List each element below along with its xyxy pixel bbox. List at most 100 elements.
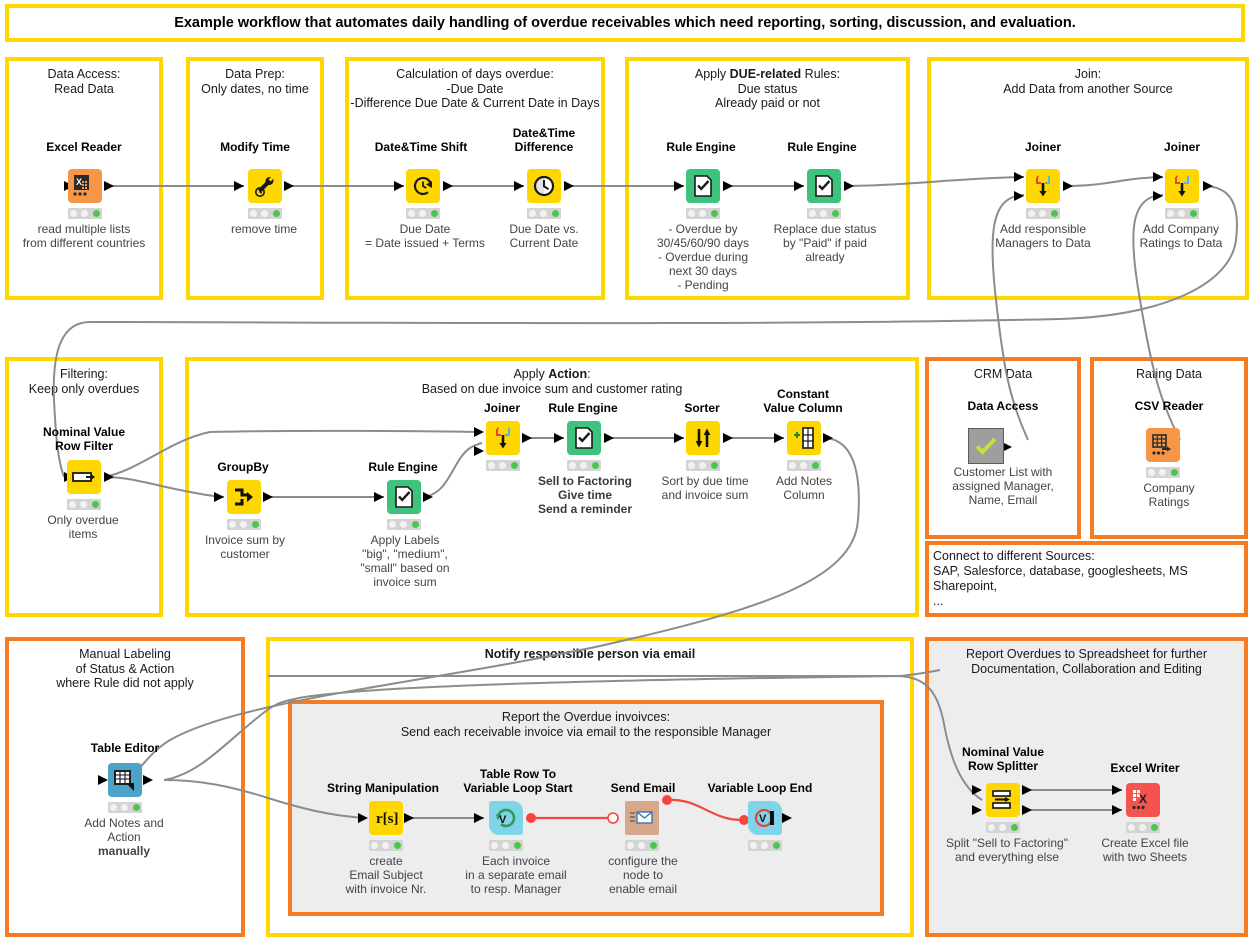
joiner-icon bbox=[1031, 174, 1055, 198]
panel-sources-note: Connect to different Sources: SAP, Sales… bbox=[925, 541, 1248, 617]
status-send-email bbox=[625, 840, 659, 851]
panel-report-inner-title-2: Send each receivable invoice via email t… bbox=[400, 724, 772, 739]
panel-data-prep-title-2: Only dates, no time bbox=[201, 81, 309, 96]
excel-reader-icon: X bbox=[72, 174, 98, 198]
node-datetime-shift[interactable] bbox=[406, 169, 440, 203]
svg-text:V: V bbox=[499, 814, 507, 826]
svg-text:X: X bbox=[1139, 792, 1147, 806]
clock-icon bbox=[532, 174, 556, 198]
groupby-icon bbox=[233, 486, 255, 508]
panel-crm-title: CRM Data bbox=[973, 367, 1033, 381]
node-send-email[interactable] bbox=[625, 801, 659, 835]
node-nominal-value-row-splitter[interactable] bbox=[986, 783, 1020, 817]
status-joiner-ratings bbox=[1165, 208, 1199, 219]
label-sorter: Sorter bbox=[684, 401, 720, 415]
label-groupby: GroupBy bbox=[217, 460, 269, 474]
status-joiner-managers bbox=[1026, 208, 1060, 219]
panel-report-inner-title-1: Report the Overdue invoivces: bbox=[501, 710, 671, 724]
panel-manual-title-2: of Status & Action bbox=[75, 661, 175, 676]
panel-calc-title-2: -Due Date bbox=[446, 81, 504, 96]
desc-row-splitter: Split "Sell to Factoring"and everything … bbox=[946, 836, 1068, 864]
panel-due-title-1b: DUE-related bbox=[729, 67, 802, 81]
status-joiner-action bbox=[486, 460, 520, 471]
node-excel-writer[interactable]: X bbox=[1126, 783, 1160, 817]
status-table-editor bbox=[108, 802, 142, 813]
node-constant-value-column[interactable] bbox=[787, 421, 821, 455]
status-string-manipulation bbox=[369, 840, 403, 851]
node-nominal-value-row-filter[interactable] bbox=[67, 460, 101, 494]
node-excel-reader[interactable]: X bbox=[68, 169, 102, 203]
panel-action-title-1c: : bbox=[587, 367, 591, 381]
node-groupby[interactable] bbox=[227, 480, 261, 514]
node-datetime-difference[interactable] bbox=[527, 169, 561, 203]
status-datetime-shift bbox=[406, 208, 440, 219]
node-rule-engine-3[interactable] bbox=[387, 480, 421, 514]
label-csv-reader: CSV Reader bbox=[1134, 399, 1204, 413]
panel-data-access-title-2: Read Data bbox=[54, 81, 114, 96]
panel-due-title-3: Already paid or not bbox=[715, 96, 820, 110]
label-modify-time: Modify Time bbox=[220, 140, 290, 154]
node-joiner-ratings[interactable] bbox=[1165, 169, 1199, 203]
label-rule-engine-2: Rule Engine bbox=[787, 140, 857, 154]
node-string-manipulation[interactable]: r[s] bbox=[369, 801, 403, 835]
excel-writer-icon: X bbox=[1130, 788, 1156, 812]
status-datetime-difference bbox=[527, 208, 561, 219]
panel-manual-title-1: Manual Labeling bbox=[79, 647, 171, 661]
node-sorter[interactable] bbox=[686, 421, 720, 455]
panel-data-access-title-1: Data Access: bbox=[47, 67, 121, 81]
sources-note-line-2: SAP, Salesforce, database, googlesheets,… bbox=[933, 564, 1188, 593]
panel-rating-title: Rating Data bbox=[1135, 367, 1202, 381]
node-csv-reader[interactable] bbox=[1146, 428, 1180, 462]
wrench-clock-icon bbox=[253, 174, 277, 198]
panel-action-title-1a: Apply bbox=[513, 367, 549, 381]
node-table-editor[interactable] bbox=[108, 763, 142, 797]
table-editor-icon bbox=[113, 768, 137, 792]
label-data-access: Data Access bbox=[967, 399, 1039, 413]
workflow-title-banner: Example workflow that automates daily ha… bbox=[5, 4, 1245, 42]
panel-due-title-1a: Apply bbox=[694, 67, 730, 81]
status-rule-engine-3 bbox=[387, 519, 421, 530]
status-excel-writer bbox=[1126, 822, 1160, 833]
node-rule-engine-2[interactable] bbox=[807, 169, 841, 203]
status-groupby bbox=[227, 519, 261, 530]
label-excel-reader: Excel Reader bbox=[46, 140, 122, 154]
rule-engine-icon bbox=[813, 174, 835, 198]
node-joiner-managers[interactable] bbox=[1026, 169, 1060, 203]
panel-calc-title-3: -Difference Due Date & Current Date in D… bbox=[350, 96, 600, 110]
csv-reader-icon bbox=[1150, 433, 1176, 457]
panel-join-title-2: Add Data from another Source bbox=[1003, 81, 1173, 96]
node-table-row-to-variable-loop-start[interactable]: V bbox=[489, 801, 523, 835]
label-excel-writer: Excel Writer bbox=[1110, 761, 1180, 775]
status-constant-value-column bbox=[787, 460, 821, 471]
row-filter-icon bbox=[72, 468, 96, 486]
node-rule-engine-1[interactable] bbox=[686, 169, 720, 203]
status-excel-reader bbox=[68, 208, 102, 219]
panel-report-ss-title-2: Documentation, Collaboration and Editing bbox=[971, 661, 1202, 676]
panel-due-title-2: Due status bbox=[737, 81, 798, 96]
label-datetime-shift: Date&Time Shift bbox=[374, 140, 468, 154]
node-modify-time[interactable] bbox=[248, 169, 282, 203]
rule-engine-icon bbox=[573, 426, 595, 450]
node-joiner-action[interactable] bbox=[486, 421, 520, 455]
panel-manual-title-3: where Rule did not apply bbox=[56, 676, 194, 690]
label-send-email: Send Email bbox=[610, 781, 676, 795]
node-rule-engine-4[interactable] bbox=[567, 421, 601, 455]
rule-engine-icon bbox=[692, 174, 714, 198]
status-row-splitter bbox=[986, 822, 1020, 833]
desc-modify-time: remove time bbox=[230, 222, 298, 236]
node-variable-loop-end[interactable]: V bbox=[748, 801, 782, 835]
label-table-editor: Table Editor bbox=[90, 741, 160, 755]
node-data-access[interactable] bbox=[968, 428, 1004, 464]
label-joiner-action: Joiner bbox=[483, 401, 520, 415]
joiner-icon bbox=[1170, 174, 1194, 198]
panel-report-ss-title-1: Report Overdues to Spreadsheet for furth… bbox=[965, 647, 1208, 661]
